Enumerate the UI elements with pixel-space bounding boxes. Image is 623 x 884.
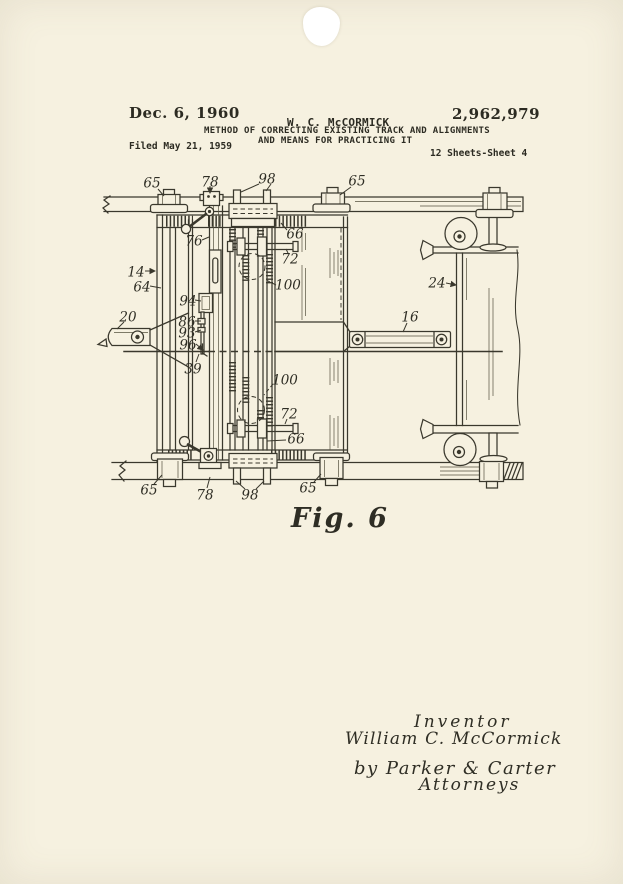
figure-ref-label: 20 — [118, 310, 137, 326]
adjusting-rod-72-top — [226, 236, 299, 257]
leader-line — [235, 480, 246, 490]
patent-date: Dec. 6, 1960 — [129, 104, 240, 122]
hidden-circles-100 — [237, 253, 266, 424]
sheet-count: 12 Sheets-Sheet 4 — [430, 148, 528, 159]
figure-caption: Fig. 6 — [290, 503, 389, 534]
patent-title-line1: METHOD OF CORRECTING EXISTING TRACK AND … — [204, 126, 490, 136]
leader-line — [201, 236, 210, 241]
bottom-post — [488, 432, 498, 458]
leader-line — [339, 186, 352, 196]
figure-ref-label: 72 — [280, 407, 297, 423]
leader-line — [265, 183, 272, 192]
figure-ref-label: 72 — [281, 252, 298, 268]
leader-line — [195, 353, 200, 363]
left-frame — [156, 214, 194, 463]
leader-line — [255, 480, 265, 490]
figure-ref-label: 78 — [201, 175, 219, 191]
leader-line — [445, 280, 457, 288]
leader-line — [285, 248, 289, 254]
figure-ref-label: 98 — [258, 172, 276, 188]
figure-ref-label: 14 — [127, 265, 144, 281]
leader-line — [266, 439, 287, 442]
patent-title-line2: AND MEANS FOR PRACTICING IT — [258, 135, 413, 146]
bracket-94 — [198, 292, 214, 314]
leader-line — [265, 279, 277, 286]
inventor-label: Inventor — [414, 712, 512, 732]
clamp-plate-98-top — [228, 189, 278, 228]
top-washer — [479, 243, 507, 252]
leader-line — [240, 183, 260, 193]
leader-line — [116, 321, 125, 330]
figure-ref-label: 94 — [179, 294, 196, 310]
frame-boxes — [274, 216, 351, 461]
figure-ref-label: 100 — [272, 373, 298, 389]
filed-date: Filed May 21, 1959 — [129, 141, 232, 152]
leader-line — [194, 299, 202, 302]
cross-bar-16 — [348, 330, 452, 349]
leader-line — [149, 285, 162, 289]
leader-line — [206, 476, 211, 489]
torn-paper-edge — [514, 249, 521, 426]
figure-ref-label: 24 — [427, 276, 445, 292]
mast-columns — [229, 226, 276, 451]
leader-line — [194, 329, 202, 333]
figure-ref-label: 86 — [178, 315, 196, 331]
side-arm-20 — [96, 312, 190, 368]
figure-ref-label: 39 — [184, 362, 202, 378]
bottom-right-clamp-block — [478, 460, 505, 483]
figure-ref-label: 76 — [185, 234, 203, 250]
ibeam-section — [419, 211, 521, 489]
inventor-header-name: W. C. McCORMICK — [287, 116, 390, 129]
screw-post — [208, 205, 224, 461]
leader-line — [284, 418, 288, 425]
punch-hole — [303, 7, 340, 46]
leader-line — [280, 222, 288, 231]
leader-line — [402, 322, 408, 333]
figure-ref-label: 78 — [196, 488, 214, 504]
attorneys-label: Attorneys — [419, 775, 521, 795]
attorney-firm: by Parker & Carter — [354, 758, 557, 779]
lever-78-bottom — [178, 435, 222, 470]
slot-gauge-77 — [208, 249, 222, 294]
inventor-signature: William C. McCormick — [345, 729, 563, 749]
figure-ref-label: 16 — [401, 310, 419, 326]
leader-line — [313, 473, 322, 483]
figure-ref-label: 65 — [143, 176, 160, 192]
patent-number: 2,962,979 — [452, 105, 541, 123]
figure-ref-label: 65 — [140, 483, 157, 499]
rail-clamps-top — [149, 186, 514, 219]
figure-ref-label: 98 — [241, 488, 259, 504]
clamp-plate-98-bottom — [228, 452, 278, 485]
leader-line — [195, 343, 204, 351]
figure-ref-label: 100 — [275, 278, 301, 294]
figure-ref-label: 96 — [179, 338, 197, 354]
figure-ref-label: 93 — [178, 326, 195, 342]
top-rail — [102, 195, 524, 214]
figure-ref-label: 65 — [299, 481, 316, 497]
leader-line — [157, 188, 165, 197]
figure-ref-label: 66 — [286, 227, 304, 243]
figure-ref-label: 66 — [287, 432, 305, 448]
leader-line — [153, 474, 163, 485]
leader-line — [263, 383, 274, 396]
figure-ref-label: 65 — [348, 174, 365, 190]
figure-ref-label: 64 — [133, 280, 150, 296]
adjusting-rod-72-bottom — [226, 418, 299, 439]
rail-clamps-bottom — [150, 452, 351, 488]
